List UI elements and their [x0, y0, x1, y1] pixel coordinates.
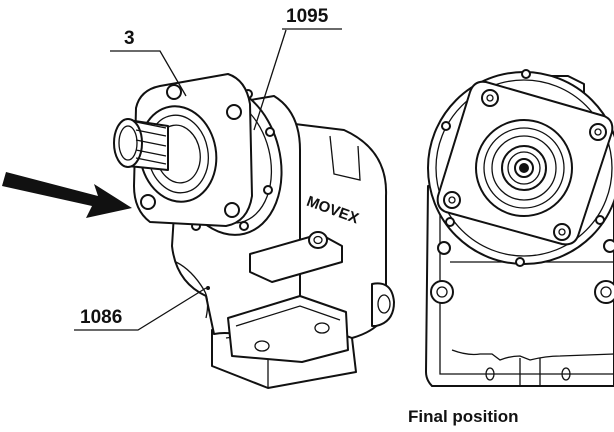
- callout-label-1086: 1086: [80, 307, 122, 328]
- arrow-right-icon: [2, 172, 132, 218]
- callout-3: 3: [110, 28, 187, 97]
- callout-1095: 1095: [253, 6, 342, 131]
- callout-label-1095: 1095: [286, 6, 329, 27]
- final-position-caption: Final position: [408, 407, 519, 426]
- callout-label-3: 3: [124, 28, 135, 49]
- final-position-view: [425, 69, 614, 387]
- callout-1086: 1086: [74, 287, 207, 331]
- splined-shaft: [113, 118, 169, 171]
